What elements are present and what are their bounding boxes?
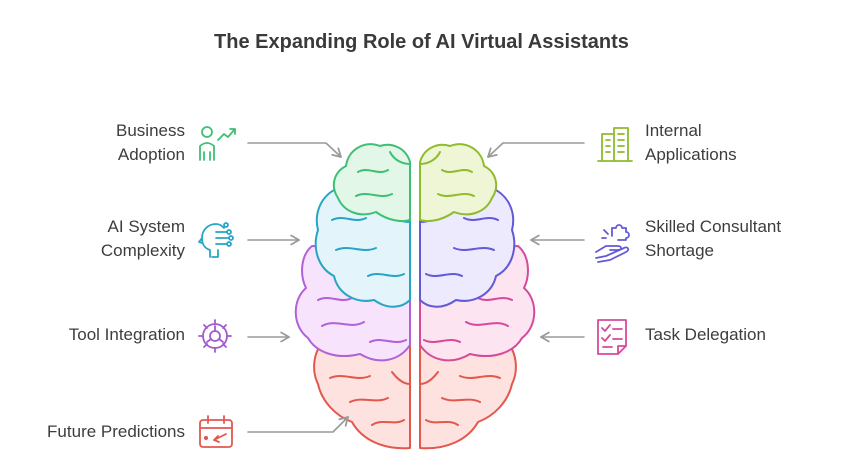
label-future-predictions: Future Predictions (47, 422, 185, 441)
person-growth-icon (199, 126, 236, 161)
gear-icon (198, 319, 232, 353)
label-task-delegation: Task Delegation (645, 325, 766, 344)
brain-lobe-olive (419, 143, 498, 222)
brain-lobe-green (332, 143, 411, 222)
checklist-icon (597, 319, 627, 355)
label-tool-integration: Tool Integration (68, 325, 185, 344)
head-circuit-icon (198, 222, 234, 258)
arrow-future-predictions (247, 416, 349, 433)
arrow-business-adoption (247, 142, 342, 158)
brain-left-hemisphere (294, 143, 411, 450)
brain-right-hemisphere (419, 143, 536, 450)
page-title: The Expanding Role of AI Virtual Assista… (214, 31, 629, 53)
building-icon (597, 127, 633, 162)
calendar-icon (199, 415, 233, 448)
arrow-internal-applications (487, 142, 585, 158)
hand-puzzle-icon (595, 224, 630, 263)
connector-arrows (247, 142, 585, 433)
